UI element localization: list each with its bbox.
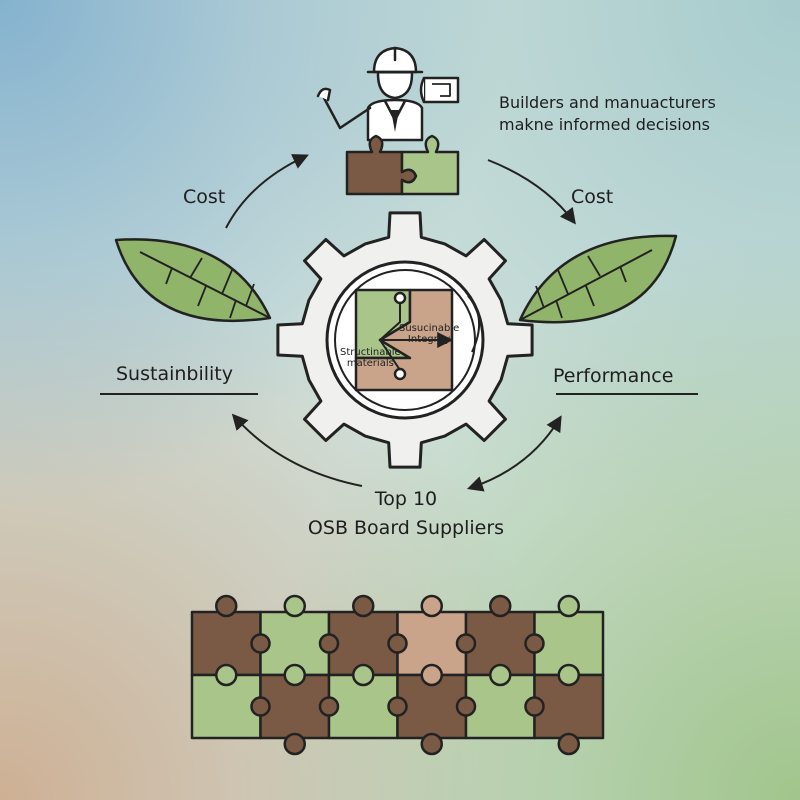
- puzzle-knob-side: [524, 696, 545, 717]
- label-cost-right: Cost: [571, 186, 614, 208]
- engineer-icon: [316, 46, 424, 142]
- puzzle-knob-top: [420, 594, 443, 618]
- puzzle-grid-icon: [190, 594, 605, 756]
- puzzle-knob-bottom: [557, 732, 580, 756]
- label-integrity-line-1: Susucinable: [399, 323, 460, 334]
- note-builders: Builders and manuacturers makne informed…: [499, 92, 716, 136]
- puzzle-knob-side: [250, 696, 271, 717]
- puzzle-pair-icon: [345, 134, 460, 196]
- puzzle-knob-side: [387, 696, 408, 717]
- puzzle-knob-middle: [557, 663, 580, 687]
- puzzle-knob-side: [524, 633, 545, 654]
- label-sustainability: Sustainbility: [116, 363, 234, 385]
- puzzle-knob-side: [318, 696, 340, 717]
- label-cost-left: Cost: [183, 186, 226, 208]
- center-title-line-2: OSB Board Suppliers: [307, 517, 505, 539]
- leaf-right-icon: [518, 234, 678, 324]
- arrow-top-right: [487, 159, 576, 225]
- label-performance: Performance: [553, 365, 674, 387]
- puzzle-knob-bottom: [283, 732, 306, 756]
- puzzle-knob-top: [352, 594, 375, 618]
- note-line-1: Builders and manuacturers: [499, 93, 716, 112]
- puzzle-knob-side: [387, 633, 408, 654]
- puzzle-knob-middle: [352, 663, 375, 687]
- center-title: Top 10 OSB Board Suppliers: [256, 485, 556, 543]
- blueprint-icon: [419, 76, 460, 104]
- puzzle-knob-top: [557, 594, 580, 618]
- puzzle-knob-side: [318, 633, 340, 654]
- puzzle-knob-middle: [215, 663, 238, 687]
- leaf-left-icon: [114, 238, 272, 323]
- puzzle-knob-middle: [489, 663, 512, 687]
- puzzle-knob-middle: [283, 663, 306, 687]
- arrow-top-left: [225, 154, 309, 229]
- arrow-bottom-right: [466, 415, 562, 492]
- center-title-line-1: Top 10: [374, 488, 438, 510]
- puzzle-knob-middle: [420, 663, 443, 687]
- puzzle-knob-top: [283, 594, 306, 618]
- label-materials: Structinable materials: [340, 347, 401, 369]
- label-integrity-line-2: Integrity: [407, 334, 451, 345]
- label-materials-line-1: Structinable: [340, 347, 401, 358]
- gear-core-diagram: [354, 288, 480, 392]
- puzzle-knob-top: [489, 594, 512, 618]
- puzzle-knob-top: [215, 594, 238, 618]
- label-integrity: Susucinable Integrity: [399, 323, 459, 345]
- arrow-bottom-left: [231, 413, 363, 487]
- puzzle-knob-side: [455, 633, 477, 654]
- puzzle-knob-side: [250, 633, 271, 654]
- puzzle-knob-bottom: [420, 732, 443, 756]
- note-line-2: makne informed decisions: [499, 115, 710, 134]
- label-materials-line-2: materials: [346, 358, 394, 369]
- puzzle-knob-side: [455, 696, 477, 717]
